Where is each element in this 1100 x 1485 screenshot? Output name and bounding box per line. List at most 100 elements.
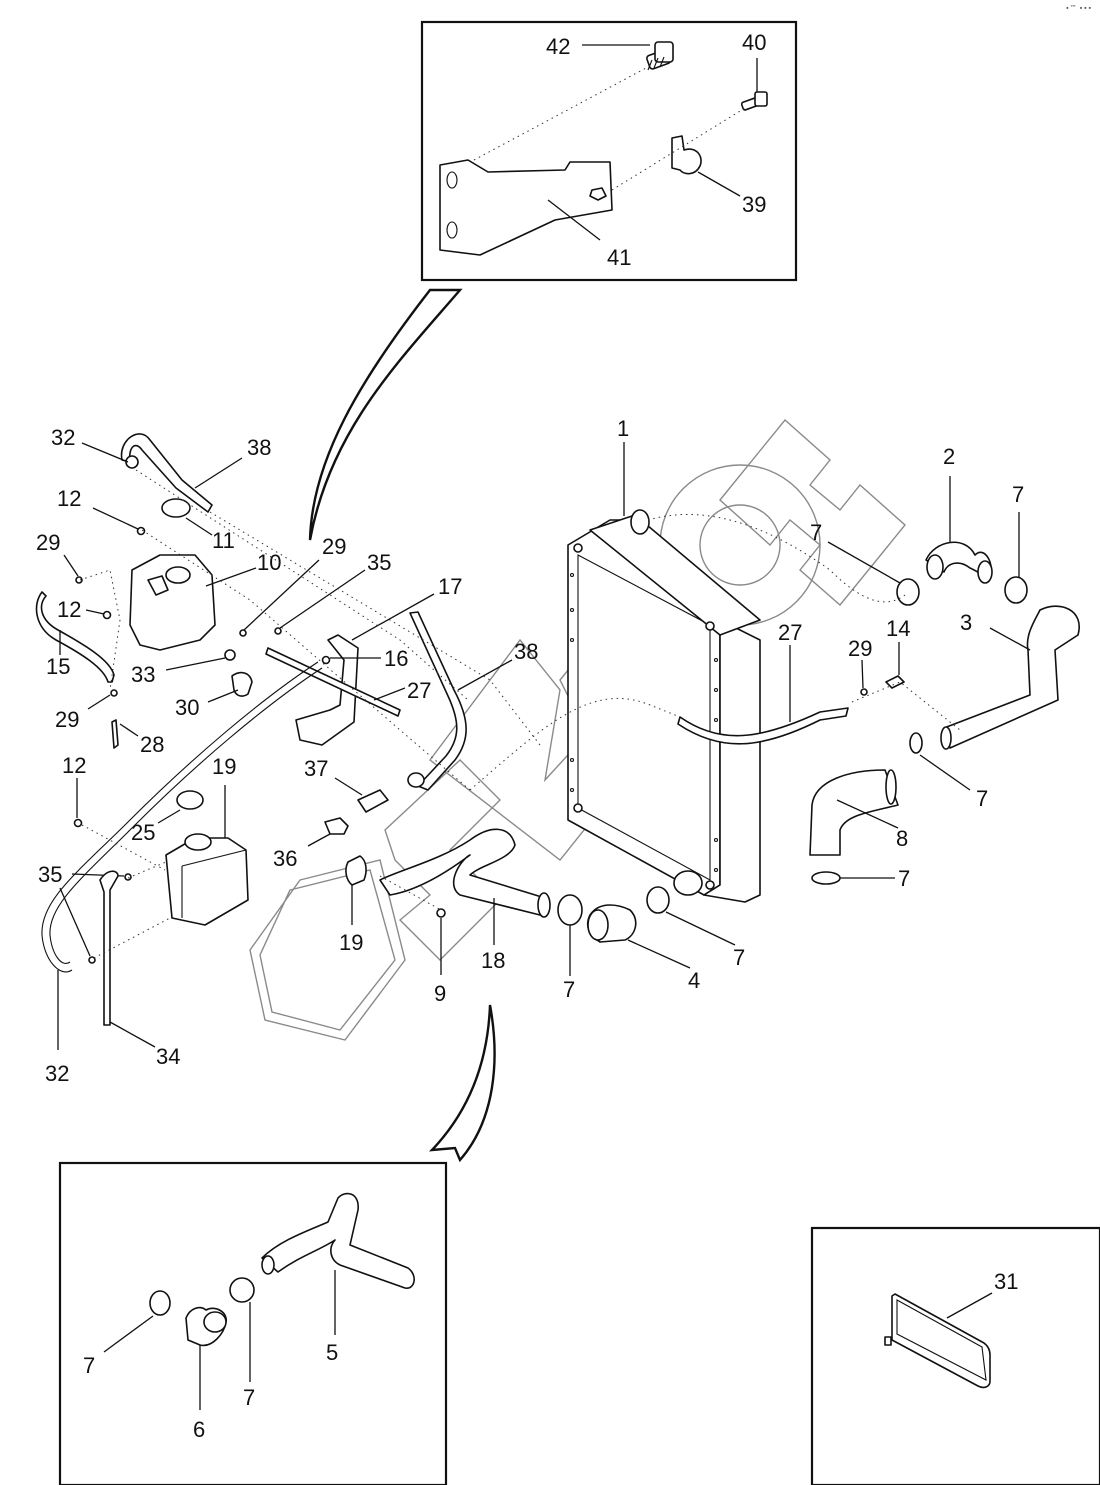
- part-clip-39: [671, 135, 702, 175]
- callout-29b: 29: [55, 707, 79, 732]
- part-hose-38b: [409, 611, 467, 791]
- tank-18-cap-seat: [184, 833, 212, 851]
- part-cap-11: [161, 498, 191, 518]
- part-clamp-7d: [811, 871, 841, 885]
- part-bolt-14: [321, 655, 331, 665]
- callout-16: 18: [481, 948, 505, 973]
- inset-frame-hose: [58, 1161, 448, 1485]
- callout-14: 16: [384, 646, 408, 671]
- callout-30: 30: [175, 695, 199, 720]
- part-fitting-37: [357, 789, 389, 813]
- assembly-line: [473, 67, 647, 161]
- inset-frame-31: [810, 1226, 1100, 1485]
- callout-29d: 29: [848, 636, 872, 661]
- part-nut-9: [436, 908, 446, 918]
- callout-35b: 35: [38, 862, 62, 887]
- part-hose-26: [35, 591, 115, 683]
- callout-10: 10: [257, 550, 281, 575]
- part-hose-27b: [677, 707, 849, 745]
- callout-29c: 29: [322, 534, 346, 559]
- callout-18: 19: [212, 754, 236, 779]
- part-bolt-42: [646, 41, 674, 71]
- part-clamp-7g: [149, 1290, 171, 1316]
- callout-41: 41: [607, 245, 631, 270]
- callout-12a: 12: [57, 486, 81, 511]
- callout-28: 28: [140, 732, 164, 757]
- callout-1: 1: [617, 416, 629, 441]
- part-bracket-41: [439, 159, 613, 256]
- assembly-lines: [79, 469, 906, 959]
- part-hose-5: [261, 1192, 415, 1289]
- part-clip-29a: [75, 576, 83, 584]
- callout-25: 14: [886, 616, 910, 641]
- part-bolt-40: [740, 91, 768, 111]
- inset-pointer-bottom: [428, 1004, 496, 1163]
- callout-7h: 7: [243, 1385, 255, 1410]
- callout-36: 36: [273, 846, 297, 871]
- part-clamp-7b: [1004, 576, 1028, 604]
- hose-6-end: [203, 1311, 227, 1333]
- callout-7f: 7: [733, 945, 745, 970]
- callout-12b: 12: [57, 597, 81, 622]
- part-cap-19: [176, 790, 204, 810]
- assembly-line: [379, 875, 442, 911]
- bracket-hole-upper: [446, 171, 458, 189]
- hose-38b-nut: [407, 772, 425, 788]
- callout-26: 15: [46, 654, 70, 679]
- part-drain-28: [111, 719, 119, 749]
- part-clamp-7h: [229, 1277, 255, 1303]
- callout-40: 40: [742, 30, 766, 55]
- callout-3: 3: [960, 610, 972, 635]
- bracket-hole-lower: [446, 221, 458, 239]
- callout-39: 39: [742, 192, 766, 217]
- callout-17: 19: [339, 930, 363, 955]
- tank-10-neck: [165, 566, 191, 584]
- hose-4-end: [587, 909, 609, 941]
- callout-7b: 7: [1012, 482, 1024, 507]
- callout-5: 5: [326, 1340, 338, 1365]
- inset-bracket: 42 40 39 41: [420, 20, 798, 282]
- hose-5-end: [261, 1255, 275, 1275]
- tank-10-port: [147, 575, 169, 596]
- part-clip-35b: [124, 873, 132, 881]
- callout-38b: 38: [514, 639, 538, 664]
- callout-7e: 7: [563, 977, 575, 1002]
- hose-2-end-b: [977, 560, 993, 584]
- part-clamp-7f: [646, 886, 670, 914]
- part-hose-16: [379, 828, 550, 917]
- callout-29a: 29: [36, 530, 60, 555]
- part-clip-29d: [860, 688, 868, 696]
- part-clamp-7e: [557, 894, 583, 926]
- hose-16-end: [537, 892, 551, 918]
- part-gasket-17: [345, 855, 367, 886]
- part-hose-3: [943, 605, 1080, 749]
- callout-7a: 7: [810, 520, 822, 545]
- callout-33: 32: [45, 1061, 69, 1086]
- part-clamp-32a: [125, 455, 139, 469]
- part-clamp-7c: [909, 732, 923, 754]
- callout-15: 17: [438, 574, 462, 599]
- part-clamp-7a: [896, 578, 920, 606]
- callout-19: 25: [131, 820, 155, 845]
- part-bolt-12a: [136, 526, 146, 536]
- radiator-lower-outlet: [673, 870, 703, 896]
- callout-12c: 12: [62, 753, 86, 778]
- part-clip-29b: [110, 689, 118, 697]
- callout-7d: 7: [898, 866, 910, 891]
- part-clip-35a: [274, 627, 282, 635]
- callout-31: 31: [994, 1269, 1018, 1294]
- hose-3-end: [940, 726, 952, 750]
- part-hose-8: [809, 769, 899, 856]
- inset-frame: 31: [810, 1226, 1100, 1485]
- part-frame-31: [891, 1293, 991, 1389]
- callout-9: 9: [434, 981, 446, 1006]
- part-hose-27a: [265, 647, 401, 717]
- inset-pointer-top: [308, 288, 463, 541]
- callout-4: 4: [688, 968, 700, 993]
- radiator-upper-inlet: [630, 509, 650, 535]
- hose-8-end: [885, 769, 897, 805]
- callout-32b: 33: [131, 662, 155, 687]
- corner-mark: ∙™ ∙∙∙: [1065, 4, 1092, 12]
- callout-42: 42: [546, 34, 570, 59]
